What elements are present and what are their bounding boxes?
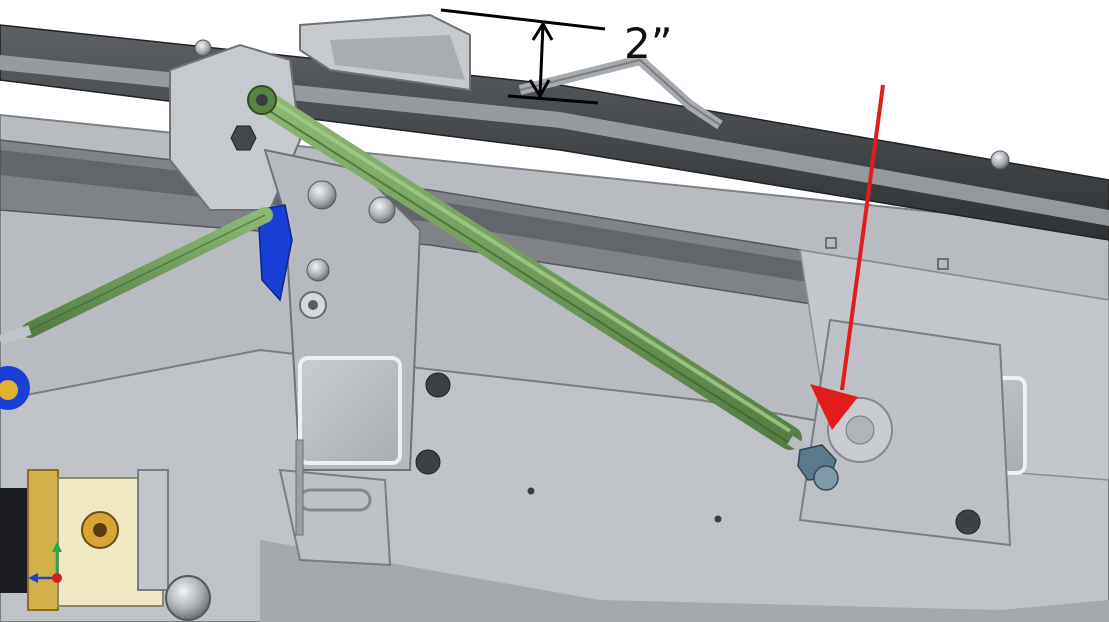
rear-bent-rod-edge [519,58,721,126]
xyz-axis-triad-icon [28,542,62,583]
dimension-arrowhead-bottom [528,79,551,99]
dimension-extension-line-bottom [507,94,599,105]
clevis-bolt [813,465,839,491]
washer-hole [308,300,318,310]
rivet [527,487,535,495]
round-bolt [990,150,1010,170]
yellow-knob-center [0,380,18,400]
dimension-line [538,23,545,97]
lower-chassis-shadow [260,540,1109,622]
pivot-disk-inner [845,415,875,445]
dark-bolt [415,449,441,475]
round-bolt [307,180,337,210]
square-hole [825,237,837,249]
large-bolt [165,575,211,621]
rod-end-left [0,325,32,345]
slotted-plate [278,468,392,567]
brass-fitting-hole [93,523,107,537]
dimension-arrowhead-top [531,21,554,41]
top-flap-shadow [330,35,465,80]
main-linkage-rod-highlight [260,92,792,433]
main-linkage-rod [250,88,802,450]
red-arrow-head [810,384,858,430]
square-hole [937,258,949,270]
rod-top-pin [256,94,268,106]
blue-clamp [257,204,293,302]
dark-bolt [955,509,981,535]
hex-bolt [230,125,257,151]
dark-bolt [425,372,451,398]
rivet [714,515,722,523]
square-pad [298,356,402,465]
round-bolt [194,39,212,57]
side-bracket [137,469,169,591]
gold-flange [27,469,59,611]
red-arrow-shaft [840,84,885,391]
vertical-pin [295,439,304,536]
main-linkage-rod-shadow [267,109,795,447]
left-linkage-rod-edge [29,214,266,331]
round-bolt [368,196,396,224]
round-bolt [306,258,330,282]
dimension-annotation: 2” [440,8,672,105]
red-callout-arrow [810,84,885,430]
dimension-extension-line-top [440,8,606,31]
dimension-label: 2” [624,19,672,68]
